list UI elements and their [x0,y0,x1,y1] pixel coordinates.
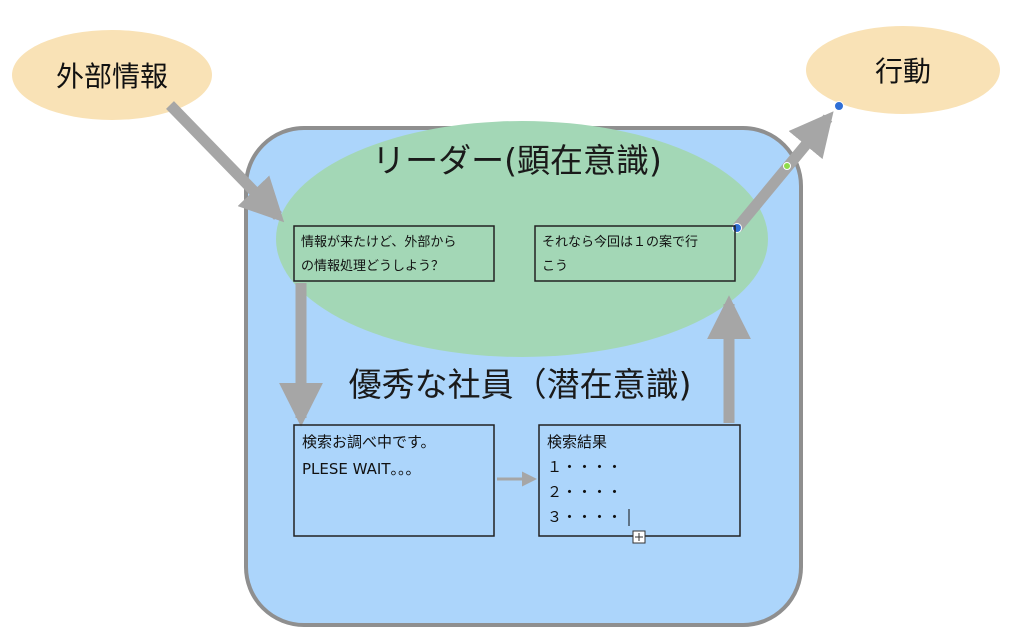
arrow-leader-to-action[interactable] [732,111,834,232]
arrow-input-to-leader[interactable] [166,101,285,223]
conscious-title: リーダー(顕在意識) [372,141,662,180]
input-node-label: 外部情報 [56,60,168,93]
staff-box-right-line-1: 検索結果 [547,433,607,451]
staff-box-left[interactable] [293,424,495,537]
connector-start-handle[interactable] [732,223,742,233]
leader-box-right-line-1: それなら今回は１の案で行 [542,234,698,250]
leader-box-left-line-2: の情報処理どうしよう？ [301,259,444,274]
add-handle-icon[interactable] [632,530,646,544]
conscious-ellipse[interactable] [276,121,768,357]
staff-box-right-line-3: ２・・・・ [547,483,622,501]
output-node-label: 行動 [875,55,931,88]
leader-box-left[interactable] [293,225,495,282]
staff-box-left-line-1: 検索お調べ中です。 [302,433,436,451]
leader-box-left-line-1: 情報が来たけど、外部から [301,235,456,250]
output-node[interactable] [806,26,1000,114]
connector-end-handle[interactable] [834,101,844,111]
leader-box-right[interactable] [534,225,736,282]
input-node[interactable] [12,30,212,120]
staff-box-left-line-2: PLESE WAIT。。。 [302,460,421,478]
staff-box-right-line-4: ３・・・・ [547,508,622,526]
connector-mid-handle[interactable] [783,162,791,170]
staff-box-right-line-2: １・・・・ [547,458,622,476]
leader-box-right-line-2: こう [542,259,568,274]
subconscious-title: 優秀な社員（潜在意識) [349,365,692,404]
